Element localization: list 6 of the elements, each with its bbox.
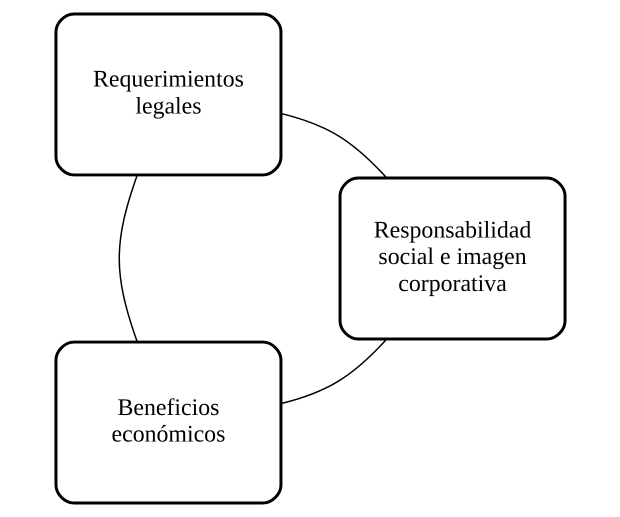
connector <box>118 175 138 342</box>
node-box: Requerimientos legales <box>54 12 282 176</box>
connector <box>280 338 387 404</box>
node-box: Responsabilidad social e imagen corporativa <box>338 176 566 340</box>
connector <box>280 112 386 178</box>
node-box: Beneficios económicos <box>54 340 282 504</box>
